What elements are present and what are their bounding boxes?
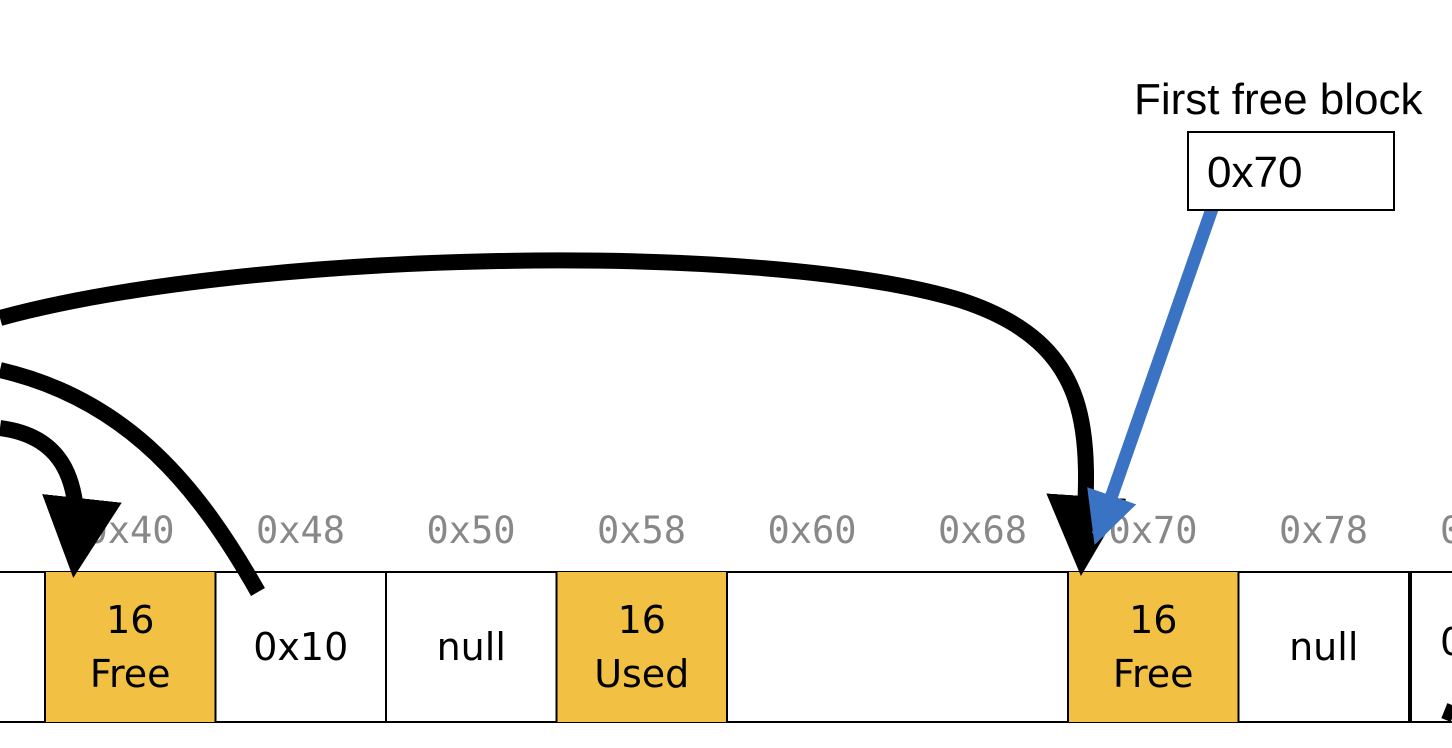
first-free-pointer-arrow: [1087, 203, 1220, 545]
right-edge-arrow-fragment: [1441, 703, 1452, 722]
cell-dividers: [44, 572, 1412, 722]
address-label: 0x50: [426, 509, 516, 552]
memory-cell-text: null: [1289, 625, 1359, 669]
first-free-block-value: 0x70: [1187, 131, 1395, 211]
right-edge-address-fragment: 0: [1440, 509, 1452, 552]
address-label: 0x68: [937, 509, 1028, 552]
memory-cell: null: [1239, 572, 1410, 722]
memory-cell-text: 16: [617, 598, 666, 642]
memory-cell: 0x10: [216, 572, 387, 722]
memory-cell-text: Free: [1112, 652, 1194, 696]
memory-cell-text: 16: [1129, 598, 1178, 642]
address-label: 0x78: [1278, 509, 1369, 552]
first-free-block-label: First free block: [1134, 75, 1423, 124]
next-pointer-arrow-to-0x70: [0, 252, 1127, 576]
address-label: 0x60: [767, 509, 857, 552]
memory-cell-text: Free: [89, 652, 171, 696]
address-label: 0x58: [596, 509, 687, 552]
memory-cell-text: Used: [594, 652, 690, 696]
address-label: 0x48: [255, 509, 346, 552]
next-pointer-arrow-to-0x40: [0, 420, 122, 578]
memory-cell-content: null: [1289, 620, 1358, 674]
memory-cell-text: 0x10: [253, 625, 349, 669]
memory-cell: null: [386, 572, 557, 722]
memory-cell-text: null: [436, 625, 506, 669]
memory-cell-text: 16: [106, 598, 155, 642]
memory-cell-content: 0x10: [253, 620, 348, 674]
memory-cell-content: null: [437, 620, 506, 674]
prev-pointer-line-from-0x48: [0, 362, 265, 596]
right-edge-cell-fragment: 0: [1440, 620, 1452, 664]
